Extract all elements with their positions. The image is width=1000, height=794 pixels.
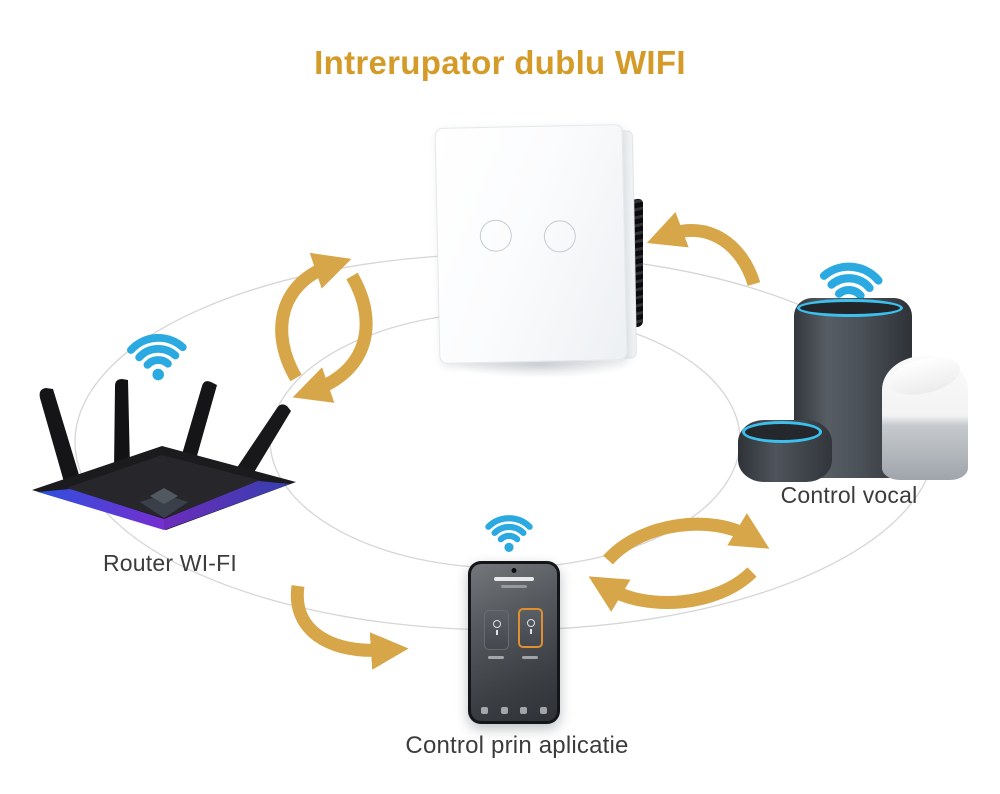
cycle-arrow-switch-to-router xyxy=(292,272,373,403)
router-top-face xyxy=(66,455,262,518)
router-center-detail xyxy=(150,488,178,504)
router-led-strip-right xyxy=(164,481,290,530)
lamp-icon xyxy=(492,620,501,628)
cycle-arrow-speakers-to-phone xyxy=(588,567,757,612)
cycle-arrow-router-to-switch xyxy=(275,252,352,382)
nav-icon-3 xyxy=(520,707,528,714)
smart-speakers-group xyxy=(738,296,968,484)
nav-icon-2 xyxy=(500,707,508,714)
touch-button-right xyxy=(543,220,577,253)
wifi-router-device xyxy=(30,374,300,538)
speaker-light-ring-large xyxy=(797,299,903,317)
phone-camera-dot xyxy=(511,568,517,573)
router-graphic xyxy=(32,379,296,530)
smartphone-device xyxy=(468,561,560,724)
voice-control-label: Control vocal xyxy=(780,482,918,508)
diagram-title: Intrerupator dublu WIFI xyxy=(314,44,686,81)
app-bottom-nav xyxy=(481,707,547,714)
app-header-bar xyxy=(494,577,534,581)
nav-icon-1 xyxy=(481,707,488,714)
smart-speaker-white xyxy=(882,350,968,480)
cycle-arrow-phone-to-speakers xyxy=(603,513,770,565)
speaker-light-ring-puck xyxy=(742,421,822,443)
app-tile-label-bar-1 xyxy=(488,656,504,659)
app-switch-tile-2-selected xyxy=(518,608,543,648)
router-antenna-2 xyxy=(114,379,130,470)
arrow-speakers-to-switch xyxy=(646,212,761,287)
arrow-router-to-phone xyxy=(290,585,409,670)
router-antenna-3 xyxy=(178,381,217,470)
app-tile-label-bar-2 xyxy=(522,656,538,659)
wifi-icon-phone xyxy=(485,515,533,552)
router-center-accent xyxy=(140,494,188,518)
switch-glass-panel xyxy=(434,124,628,364)
lamp-icon-stem xyxy=(495,630,498,635)
lamp-icon xyxy=(526,619,535,627)
touch-button-left xyxy=(479,219,513,253)
lamp-icon-stem xyxy=(529,629,532,634)
nav-icon-4 xyxy=(539,707,547,714)
wifi-icon-router xyxy=(127,334,187,381)
app-subheader-bar xyxy=(501,585,527,588)
router-label: Router WI-FI xyxy=(102,550,238,576)
router-antenna-4 xyxy=(230,404,291,484)
smart-switch-device xyxy=(425,122,657,378)
router-antenna-1 xyxy=(39,388,80,482)
app-control-label: Control prin aplicatie xyxy=(405,732,629,759)
app-screen xyxy=(471,564,557,721)
app-switch-tile-1 xyxy=(484,610,509,650)
router-led-strip-left xyxy=(38,489,164,530)
smart-speaker-puck xyxy=(738,420,832,482)
